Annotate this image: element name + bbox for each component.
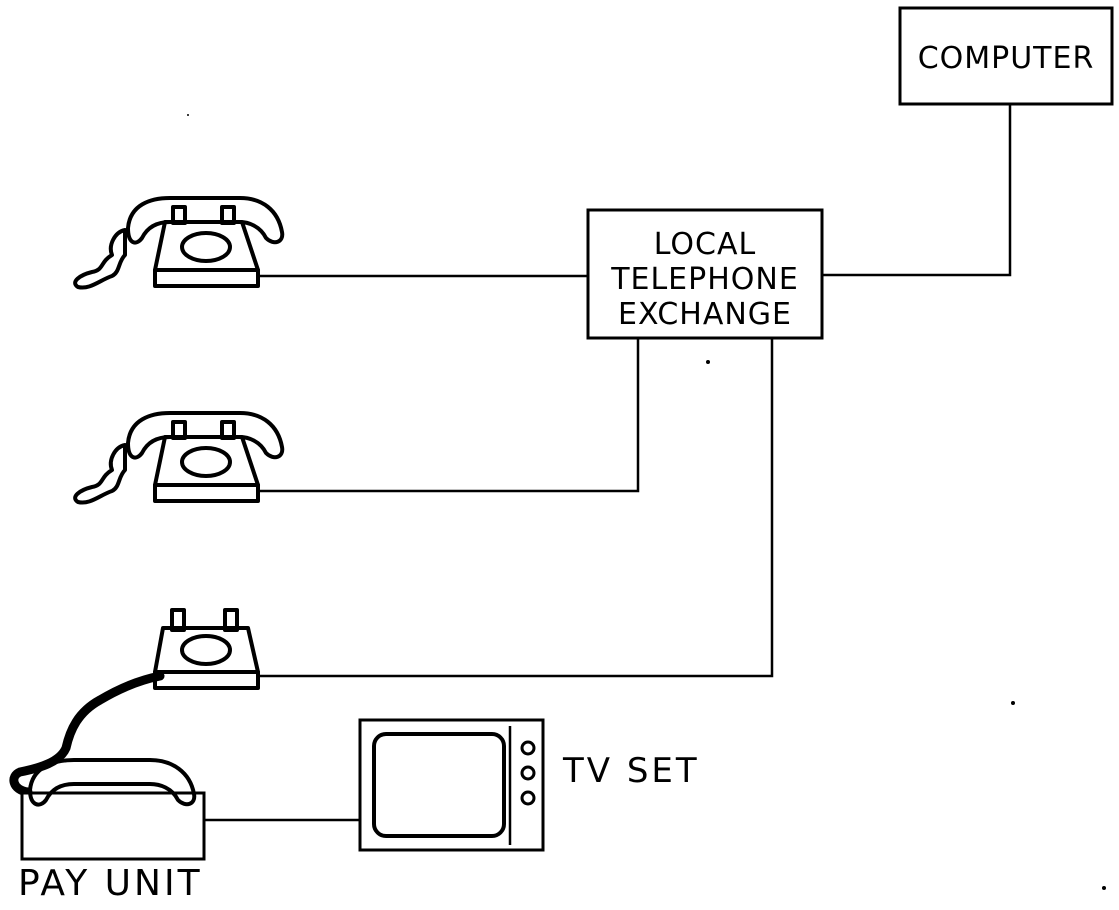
tv-icon [360, 720, 543, 850]
telephone-base-icon [155, 610, 258, 688]
tv-set-node: TV SET [360, 720, 700, 850]
pay-unit-label: PAY UNIT [18, 863, 203, 904]
exchange-label-line1: LOCAL [654, 227, 756, 262]
wire-exchange-computer [822, 104, 1010, 275]
computer-label: COMPUTER [918, 41, 1095, 76]
exchange-label-line3: EXCHANGE [618, 297, 792, 332]
computer-node: COMPUTER [900, 8, 1112, 104]
pay-unit-node: PAY UNIT [18, 760, 204, 904]
exchange-label-line2: TELEPHONE [610, 262, 799, 297]
exchange-node: LOCAL TELEPHONE EXCHANGE [588, 210, 822, 338]
telephone-icon [75, 198, 282, 288]
tv-set-label: TV SET [562, 751, 700, 791]
pay-unit-box [22, 793, 204, 859]
telephone-icon [75, 413, 282, 503]
wire-phone3-exchange [258, 338, 772, 676]
wire-phone2-exchange [258, 338, 638, 491]
